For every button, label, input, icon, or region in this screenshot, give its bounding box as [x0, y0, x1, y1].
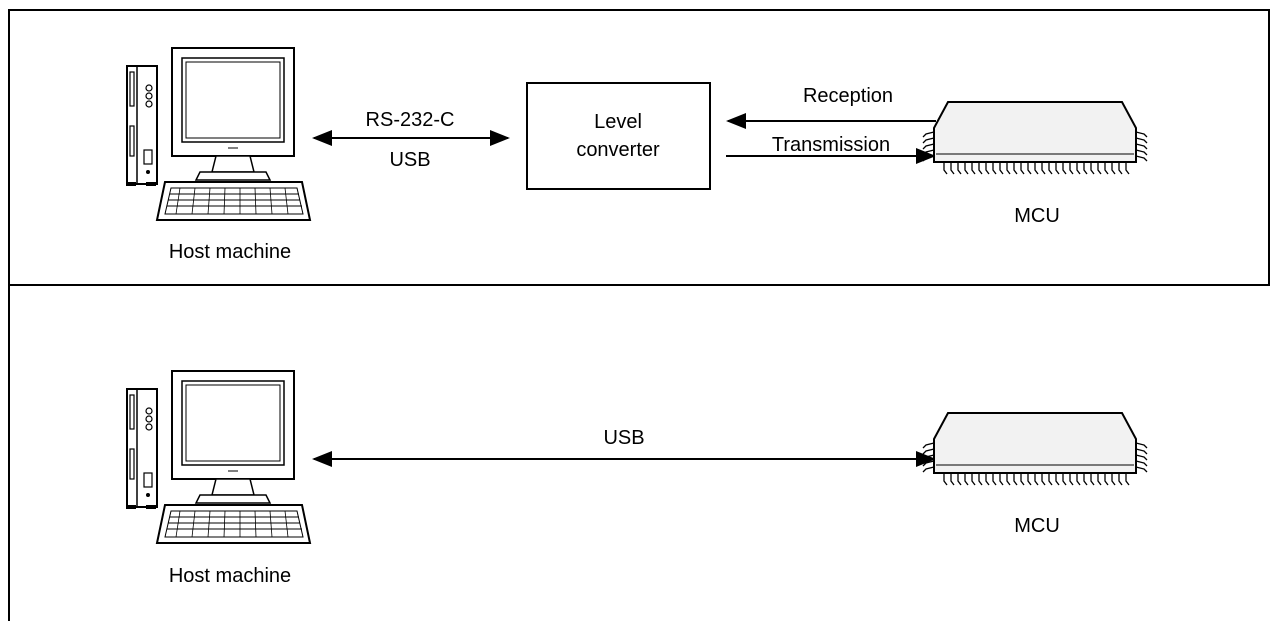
top-link-label-rs232c: RS-232-C	[366, 109, 455, 131]
bottom-mcu-label: MCU	[1014, 515, 1060, 537]
top-host-machine-label: Host machine	[169, 241, 291, 263]
transmission-label: Transmission	[772, 134, 890, 156]
frame-border	[8, 9, 1270, 621]
bottom-host-machine-icon	[125, 370, 311, 544]
top-link-label-usb: USB	[389, 149, 430, 171]
reception-label: Reception	[803, 85, 893, 107]
bottom-host-machine-label: Host machine	[169, 565, 291, 587]
top-host-machine-icon	[125, 47, 311, 221]
top-mcu-label: MCU	[1014, 205, 1060, 227]
level-converter-box	[526, 82, 711, 190]
bottom-mcu-chip-icon	[922, 412, 1148, 486]
level-converter-label-line-1: Level	[594, 111, 642, 133]
level-converter-label-line-2: converter	[576, 139, 660, 161]
bottom-usb-label: USB	[603, 427, 644, 449]
top-mcu-chip-icon	[922, 101, 1148, 175]
